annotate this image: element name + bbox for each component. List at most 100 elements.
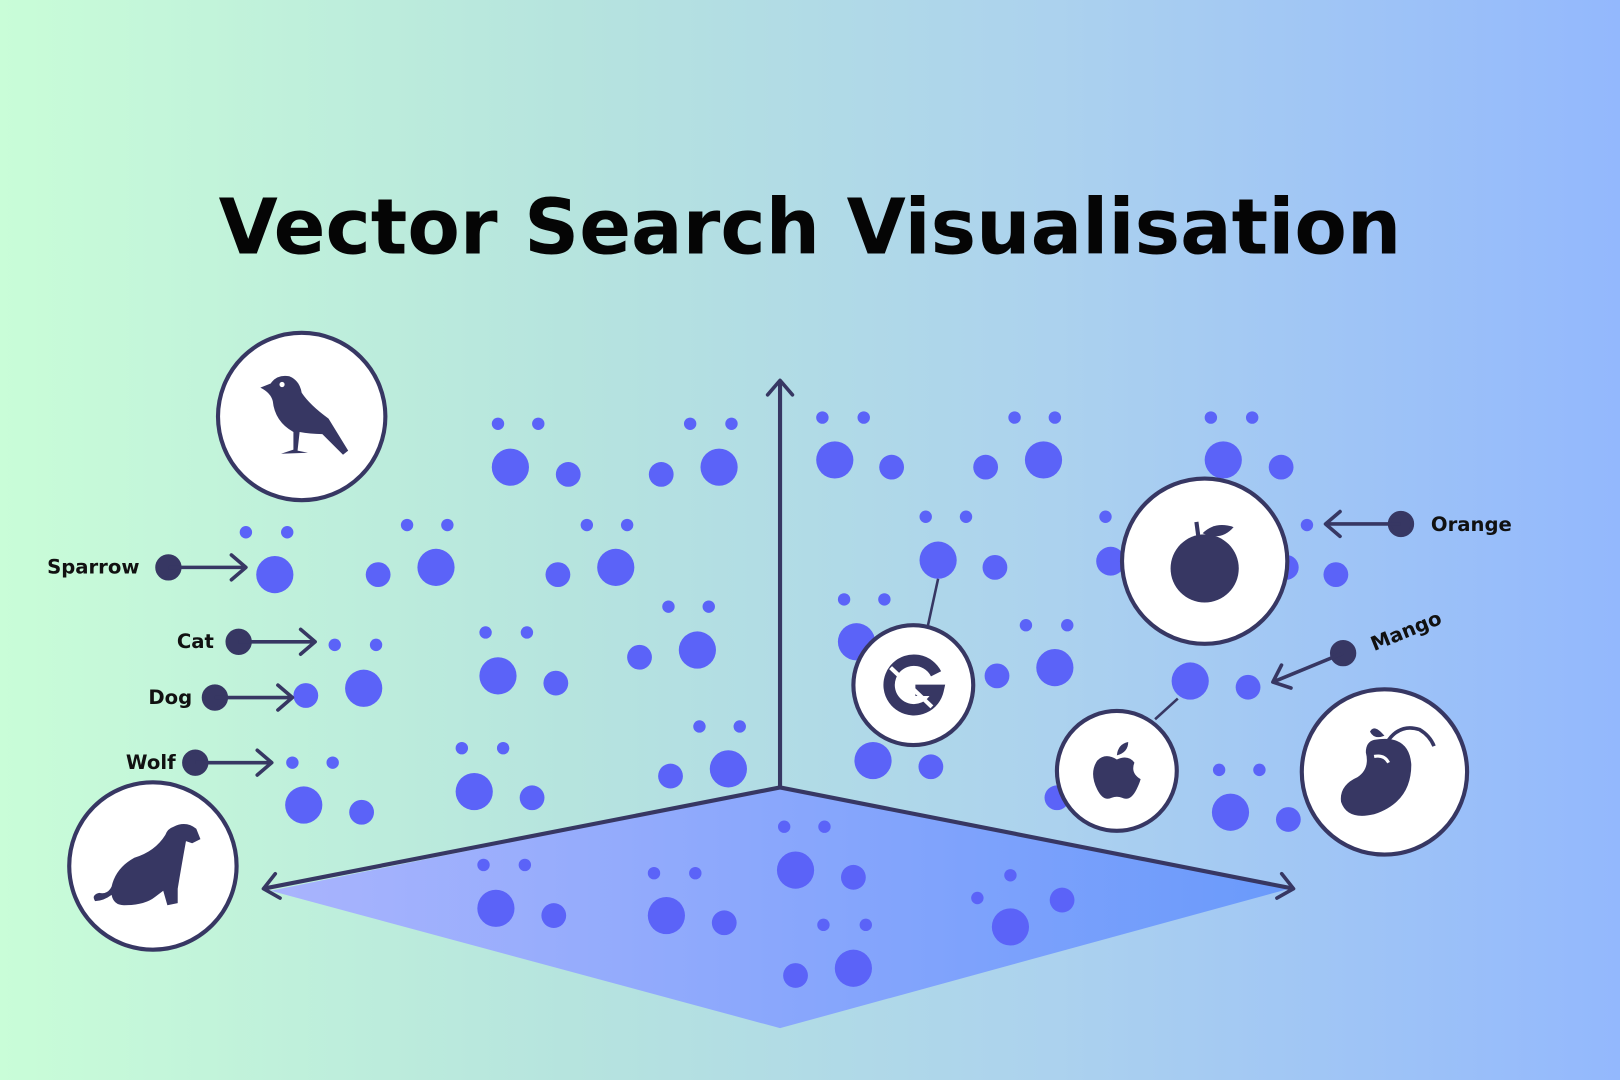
embedding-point (879, 454, 905, 480)
mango-arrow (1271, 651, 1344, 690)
embedding-point (878, 593, 891, 606)
apple-logo-icon (1054, 708, 1179, 833)
embedding-point (1061, 619, 1074, 632)
x-axis-right (779, 785, 1296, 900)
embedding-point (477, 889, 515, 927)
label-dog: Dog (148, 686, 192, 709)
embedding-point (1268, 454, 1294, 480)
embedding-point (683, 417, 697, 430)
embedding-point (286, 756, 299, 769)
vector-space-floor (270, 787, 1290, 1029)
embedding-point (725, 417, 738, 430)
embedding-point (520, 626, 534, 639)
embedding-point (1036, 648, 1074, 687)
embedding-point (857, 411, 870, 424)
embedding-point (627, 644, 652, 670)
embedding-point (689, 866, 702, 880)
embedding-point (1171, 662, 1209, 700)
embedding-point (783, 963, 808, 988)
embedding-point (840, 864, 866, 890)
google-connector (926, 578, 940, 627)
embedding-point (973, 454, 999, 480)
embedding-point (1019, 619, 1033, 632)
dog-icon (67, 780, 239, 952)
embedding-point (1049, 887, 1075, 913)
embedding-point (662, 600, 675, 613)
embedding-point (647, 866, 661, 880)
label-orange: Orange (1431, 513, 1512, 536)
embedding-point (518, 858, 532, 872)
embedding-point (417, 548, 455, 586)
embedding-point (519, 785, 545, 811)
embedding-point (532, 417, 545, 430)
embedding-point (1323, 562, 1349, 588)
embedding-point (479, 657, 517, 695)
mango-icon (1299, 687, 1470, 857)
embedding-point (1204, 411, 1218, 424)
embedding-point (1048, 411, 1062, 424)
embedding-point (349, 799, 375, 825)
label-cat: Cat (177, 630, 214, 653)
embedding-point (479, 626, 492, 639)
embedding-point (693, 720, 706, 733)
embedding-point (817, 918, 830, 932)
embedding-point (818, 820, 831, 833)
embedding-point (541, 903, 567, 928)
embedding-point (455, 772, 493, 811)
embedding-point (1204, 441, 1242, 479)
x-axis-left (261, 785, 781, 900)
embedding-point (491, 448, 529, 486)
embedding-point (328, 638, 341, 652)
embedding-point (919, 541, 957, 579)
embedding-point (918, 754, 944, 780)
embedding-point (239, 526, 253, 539)
embedding-point (982, 554, 1008, 580)
embedding-point (702, 600, 715, 613)
label-arrows (155, 509, 1415, 777)
embedding-point (1008, 411, 1021, 424)
embedding-point (256, 556, 294, 594)
embedding-point (1212, 763, 1226, 777)
embedding-point (326, 756, 339, 769)
embedding-point (678, 631, 716, 669)
fruit-orange-icon (1119, 476, 1290, 646)
embedding-point (365, 562, 391, 588)
embedding-point (455, 741, 469, 755)
embedding-point (369, 638, 383, 652)
embedding-point (293, 683, 319, 708)
embedding-point (711, 910, 737, 936)
embedding-point (1096, 546, 1126, 576)
embedding-point (1245, 411, 1259, 424)
embedding-point (281, 526, 294, 539)
embedding-point (1253, 763, 1266, 777)
label-mango: Mango (1367, 607, 1444, 656)
embedding-point (1024, 441, 1063, 479)
embedding-point (709, 750, 747, 788)
embedding-point (496, 741, 510, 755)
embedding-point (345, 669, 383, 707)
embedding-point (1275, 807, 1301, 832)
embedding-point (834, 949, 872, 987)
embedding-point (700, 448, 738, 486)
embedding-point (543, 670, 569, 696)
embedding-point (658, 763, 683, 789)
embedding-point (1211, 793, 1250, 831)
embedding-point (733, 720, 746, 733)
embedding-point (1300, 518, 1314, 532)
axes (261, 378, 1296, 900)
embedding-point (1235, 674, 1261, 700)
embedding-point (777, 820, 791, 833)
apple-connector (1154, 697, 1179, 721)
embedding-point (400, 518, 414, 532)
bird-icon (215, 330, 388, 503)
embedding-point (441, 518, 454, 532)
embedding-point (984, 663, 1010, 689)
embedding-point (919, 510, 932, 523)
embedding-points (239, 411, 1349, 988)
embedding-point (555, 461, 581, 487)
embedding-point (647, 896, 685, 935)
embedding-point (491, 417, 505, 430)
label-wolf: Wolf (126, 751, 176, 774)
embedding-point (816, 411, 829, 424)
